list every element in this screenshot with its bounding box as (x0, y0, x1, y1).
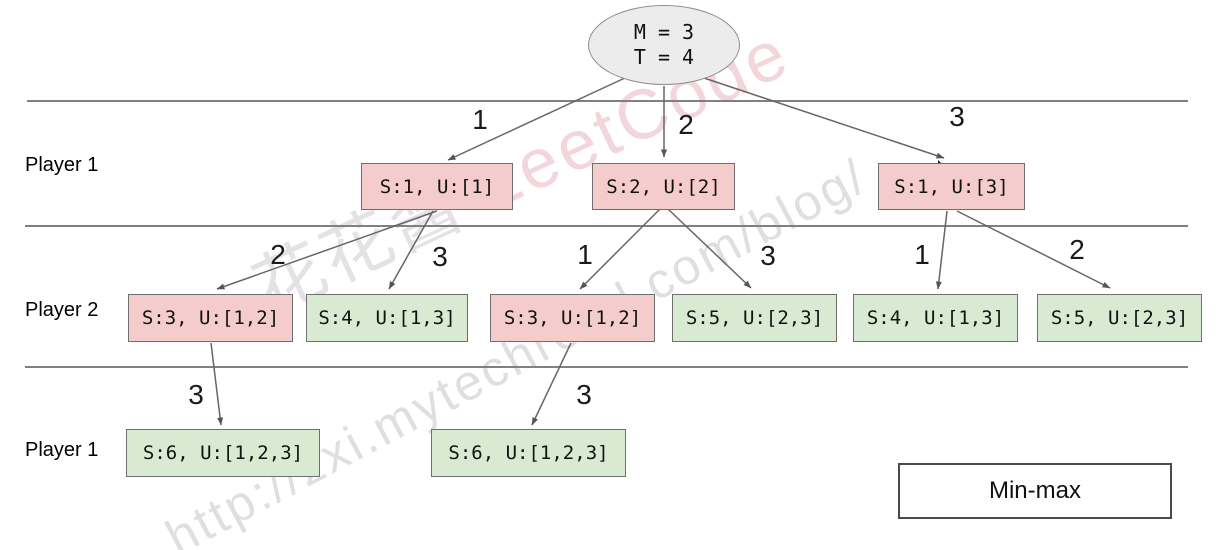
edge-arrow-c-h (935, 210, 948, 290)
tree-node: S:2, U:[2] (592, 163, 735, 210)
row-label-player1-top: Player 1 (25, 154, 99, 176)
tree-node: S:6, U:[1,2,3] (431, 429, 626, 477)
tree-node-label: S:1, U:[3] (894, 175, 1009, 198)
tree-node: S:6, U:[1,2,3] (126, 429, 320, 477)
edge-arrow-b-g (667, 208, 752, 289)
root-node-line2: T = 4 (633, 45, 695, 69)
edge-label: 3 (432, 241, 448, 272)
row-label-player1-bottom: Player 1 (25, 439, 99, 461)
tree-node-label: S:3, U:[1,2] (141, 307, 280, 329)
edge-arrow-root-1 (447, 76, 628, 161)
tree-node: S:1, U:[1] (361, 163, 513, 210)
row-label-player2: Player 2 (25, 299, 99, 321)
tree-node: S:4, U:[1,3] (306, 294, 468, 342)
tree-node-label: S:3, U:[1,2] (503, 307, 642, 329)
edge-arrow-a-e (388, 210, 434, 290)
edge-label: 3 (576, 379, 592, 410)
tree-node-label: S:4, U:[1,3] (866, 307, 1005, 329)
tree-node-label: S:1, U:[1] (379, 175, 495, 198)
edge-label: 1 (577, 239, 593, 270)
tree-node-label: S:6, U:[1,2,3] (142, 442, 304, 464)
tree-node-label: S:5, U:[2,3] (685, 307, 824, 329)
edge-label: 3 (760, 240, 776, 271)
edge-label: 3 (949, 101, 965, 132)
legend-box: Min-max (898, 463, 1172, 519)
edge-arrow-b-f (579, 208, 661, 290)
edge-label: 2 (678, 109, 694, 140)
edge-arrow-root-3 (700, 76, 945, 159)
tree-node: S:1, U:[3] (878, 163, 1025, 210)
edge-arrow-f-k (531, 342, 572, 426)
tree-node: S:4, U:[1,3] (853, 294, 1018, 342)
tree-node-label: S:4, U:[1,3] (318, 307, 456, 329)
edge-label: 3 (188, 379, 204, 410)
tree-node-label: S:5, U:[2,3] (1050, 307, 1189, 329)
edge-label: 2 (270, 239, 286, 270)
edge-arrow-d-j (210, 342, 224, 426)
tree-node: S:3, U:[1,2] (128, 294, 293, 342)
edge-arrow-a-d (216, 210, 438, 290)
tree-node-label: S:6, U:[1,2,3] (448, 442, 609, 464)
root-node-line1: M = 3 (633, 20, 695, 44)
tree-node: S:5, U:[2,3] (672, 294, 837, 342)
edge-arrow-c-i (956, 210, 1111, 289)
tree-node-label: S:2, U:[2] (606, 175, 721, 198)
root-node: M = 3 T = 4 (588, 5, 740, 85)
tree-node: S:3, U:[1,2] (490, 294, 655, 342)
edge-label: 1 (914, 239, 930, 270)
legend-label: Min-max (988, 477, 1081, 504)
edge-label: 1 (472, 104, 488, 135)
tree-node: S:5, U:[2,3] (1037, 294, 1202, 342)
edge-label: 2 (1069, 234, 1085, 265)
